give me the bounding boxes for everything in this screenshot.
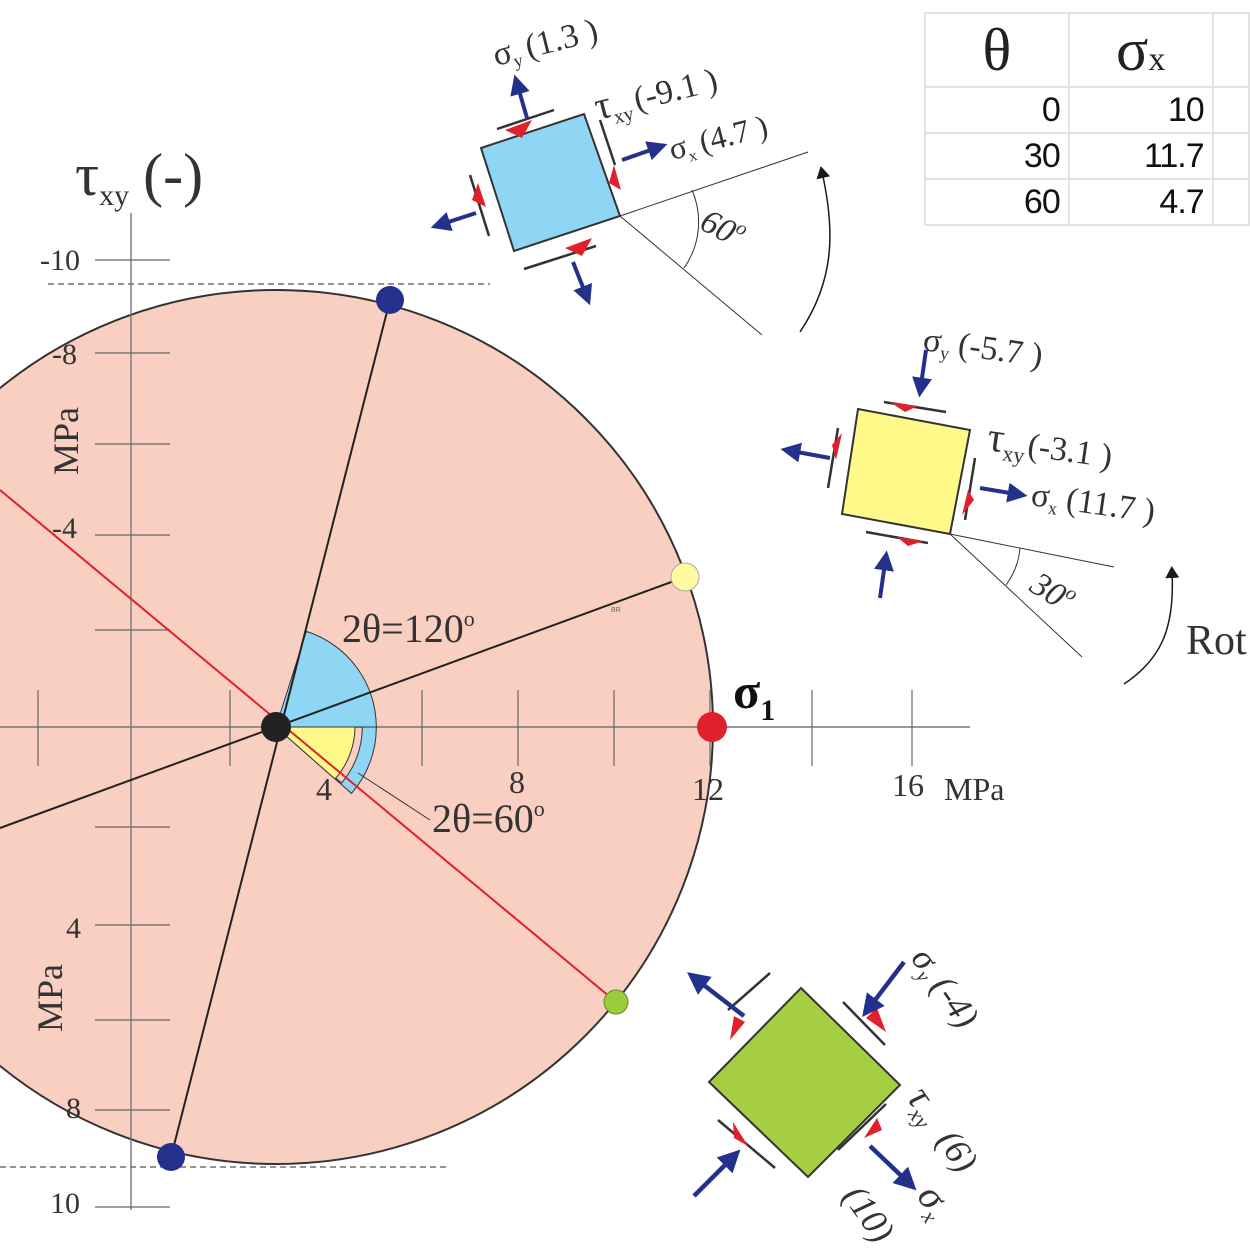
blue-sigma-y-up-arrow: [510, 74, 530, 119]
yellow-angle-label: 30o: [1023, 563, 1082, 620]
yellow-sigma-x-left-arrow: [780, 442, 831, 463]
yellow-diameter: [0, 576, 686, 829]
table-cell-sigma-x: 11.7: [1067, 132, 1214, 180]
angle-stress-table: θ σx 0 10 30 11.7 60 4.7: [924, 12, 1250, 226]
sigma1-label: σ1: [733, 663, 775, 727]
blue-sigma-x-label: σx(4.7 ): [665, 108, 772, 170]
yellow-sigma-x-right-arrow: [979, 482, 1028, 503]
yellow-tau-xy-label: τxy(-3.1 ): [984, 414, 1115, 480]
y-tick-label-4: 4: [66, 912, 81, 945]
table-cell-sigma-x: 4.7: [1067, 178, 1214, 226]
table-cell-sigma-x: 10: [1067, 86, 1214, 134]
principal-diameter: [0, 489, 617, 1003]
y-unit-top: MPa: [46, 407, 86, 475]
table-cell-cutoff: [1211, 178, 1250, 226]
blue-sigma-y-down-arrow: [571, 261, 593, 306]
table-header-sigma-x: σx: [1067, 12, 1214, 88]
point-blue-top: [376, 286, 404, 314]
point-green: [603, 989, 629, 1015]
blue-sigma-x-left-arrow: [430, 211, 477, 232]
blue-sigma-x-right-arrow: [621, 141, 668, 162]
point-red: [697, 712, 727, 742]
green-sigma-y-top-right-arrow: [862, 960, 906, 1018]
green-element-square: [707, 986, 902, 1179]
green-sigma-x-value: (10): [835, 1178, 902, 1250]
point-center: [261, 712, 291, 742]
blue-sigma-y-label: σy(1.3 ): [489, 12, 602, 76]
green-stress-element: σy(-4) τxy(6) σx (10): [687, 940, 989, 1250]
angle-60-pointer: [357, 772, 431, 821]
green-sigma-x-up-left-arrow: [687, 972, 746, 1018]
table-row: 0 10: [924, 86, 1250, 134]
x-unit: MPa: [944, 771, 1004, 807]
y-tick-label-neg8: -8: [52, 338, 77, 371]
green-tau-xy-label: τxy(6): [895, 1077, 989, 1182]
tiny-mark: BR: [611, 607, 621, 614]
yellow-sigma-y-top-arrow: [912, 349, 932, 398]
table-cell-cutoff: [1211, 132, 1250, 180]
point-yellow: [670, 562, 700, 592]
blue-rotation-arrow: [799, 166, 831, 333]
table-cell-theta: 60: [924, 178, 1070, 226]
tau-axis-label: τxy(-): [75, 142, 203, 212]
angle-label-60: 2θ=60o: [432, 796, 545, 841]
yellow-element-square: [840, 407, 972, 536]
rotation-word: Rot: [1186, 618, 1247, 664]
table-header-cutoff: [1211, 12, 1250, 88]
y-tick-label-10: 10: [50, 1187, 80, 1220]
x-tick-label-12: 12: [692, 771, 724, 807]
y-tick-label-neg10: -10: [40, 244, 80, 277]
green-sigma-x-bottom-right-arrow: [868, 1144, 917, 1191]
blue-stress-element: σy(1.3 ) τxy(-9.1 ) σx(4.7 ) 60o: [430, 12, 831, 336]
yellow-stress-element: σy(-5.7 ) τxy(-3.1 ) σx(11.7 ) 30o Rot: [780, 321, 1247, 685]
y-tick-label-8: 8: [66, 1092, 81, 1125]
table-row: 60 4.7: [924, 178, 1250, 226]
table-row: 30 11.7: [924, 132, 1250, 180]
yellow-sigma-y-label: σy(-5.7 ): [921, 321, 1046, 376]
yellow-sigma-x-label: σx(11.7 ): [1029, 476, 1158, 532]
yellow-rotation-arrow: [1123, 566, 1180, 685]
green-sigma-x-label: σx: [905, 1175, 962, 1227]
x-tick-label-8: 8: [509, 764, 525, 800]
point-blue-bottom: [157, 1143, 185, 1171]
x-tick-label-4: 4: [316, 771, 332, 807]
angle-wedge-120: [275, 630, 377, 728]
yellow-sigma-y-bottom-arrow: [874, 550, 894, 599]
y-tick-label-neg4: -4: [52, 512, 77, 545]
table-header-theta: θ: [924, 12, 1070, 88]
x-tick-label-16: 16: [892, 767, 924, 803]
y-tick-marks: [95, 259, 170, 1208]
green-sigma-y-bottom-left-arrow: [692, 1149, 741, 1198]
green-sigma-y-label: σy(-4): [901, 940, 987, 1037]
blue-element-square: [479, 112, 622, 253]
blue-tau-xy-label: τxy(-9.1 ): [589, 55, 722, 133]
angle-wedge-120-lower: [275, 726, 377, 795]
table-cell-cutoff: [1211, 86, 1250, 134]
table-cell-theta: 0: [924, 86, 1070, 134]
table-cell-theta: 30: [924, 132, 1070, 180]
angle-label-120: 2θ=120o: [342, 606, 475, 651]
y-unit-bottom: MPa: [30, 964, 70, 1032]
blue-angle-label: 60o: [694, 201, 751, 256]
